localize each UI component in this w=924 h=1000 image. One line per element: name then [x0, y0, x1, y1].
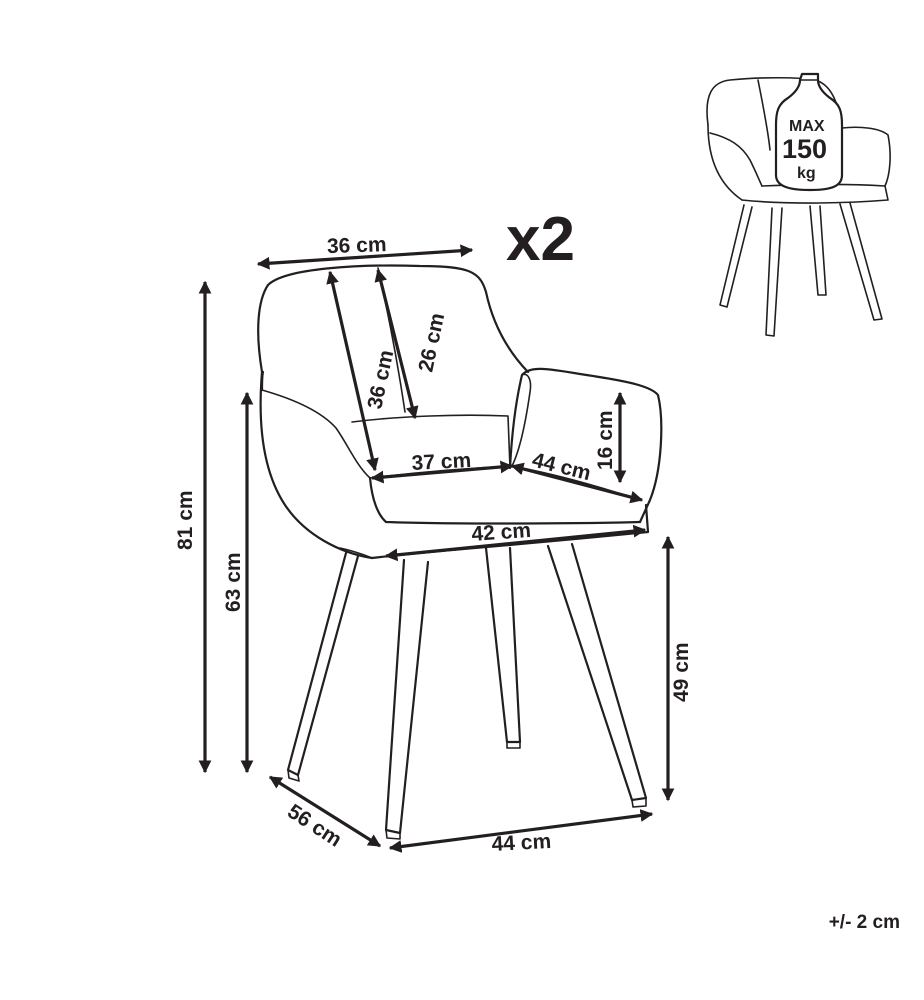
thumb-leg-3 [809, 205, 827, 296]
label-armrest-floor: 63 cm [222, 552, 245, 612]
left-shell [259, 370, 374, 560]
quantity-label: x2 [506, 205, 575, 274]
arrow-width [388, 809, 654, 853]
underside [339, 547, 373, 559]
label-seat-height: 49 cm [670, 642, 693, 702]
leg-front-right [384, 558, 430, 835]
leg-front-left [286, 551, 360, 777]
left-arm-top [260, 370, 265, 392]
dimension-arrows [198, 244, 675, 853]
arrow-top-width [256, 244, 474, 270]
max-load-label-3: kg [797, 165, 816, 182]
chair-drawing [257, 264, 663, 840]
foot-3 [506, 741, 521, 749]
seat-back-edge [369, 465, 641, 501]
thumb-leg-4 [839, 202, 883, 321]
right-arm-inner [511, 373, 532, 467]
max-load-label-1: MAX [789, 118, 825, 135]
label-armrest-height: 16 cm [594, 410, 617, 470]
max-load-thumbnail: MAX 150 kg [706, 72, 891, 337]
leg-back-right [546, 542, 648, 802]
tolerance-note: +/- 2 cm [828, 912, 900, 933]
thumb-backrest [706, 76, 843, 129]
thumb-arm [841, 126, 891, 187]
thumb-leg-1 [719, 204, 753, 308]
arrow-seat-back-width [370, 460, 514, 484]
label-width: 44 cm [491, 830, 552, 856]
label-top-width: 36 cm [327, 233, 387, 258]
label-depth: 56 cm [283, 800, 345, 852]
label-seat-front-width: 42 cm [471, 519, 532, 546]
leg-back-left [484, 546, 522, 744]
left-shell-inner [261, 389, 371, 479]
seat-outline [368, 476, 642, 525]
thumb-left-shell [707, 124, 743, 201]
arrow-depth [268, 775, 382, 848]
label-backrest-height: 36 cm [363, 348, 398, 411]
label-backrest-inner: 26 cm [414, 311, 449, 374]
label-total-height: 81 cm [174, 490, 197, 550]
arrow-backrest-inner [374, 268, 419, 420]
thumb-backrest-seam [757, 79, 771, 151]
max-load-label-2: 150 [782, 134, 827, 164]
foot-4 [631, 797, 647, 808]
weight-icon [774, 72, 844, 192]
thumb-leg-2 [765, 207, 783, 337]
thumb-inner-left [709, 132, 763, 187]
arrow-seat-depth [510, 462, 644, 504]
arrow-seat-front-width [384, 524, 647, 562]
right-arm [508, 367, 663, 524]
label-seat-back-width: 37 cm [411, 449, 472, 475]
arrow-backrest-height [326, 270, 379, 472]
